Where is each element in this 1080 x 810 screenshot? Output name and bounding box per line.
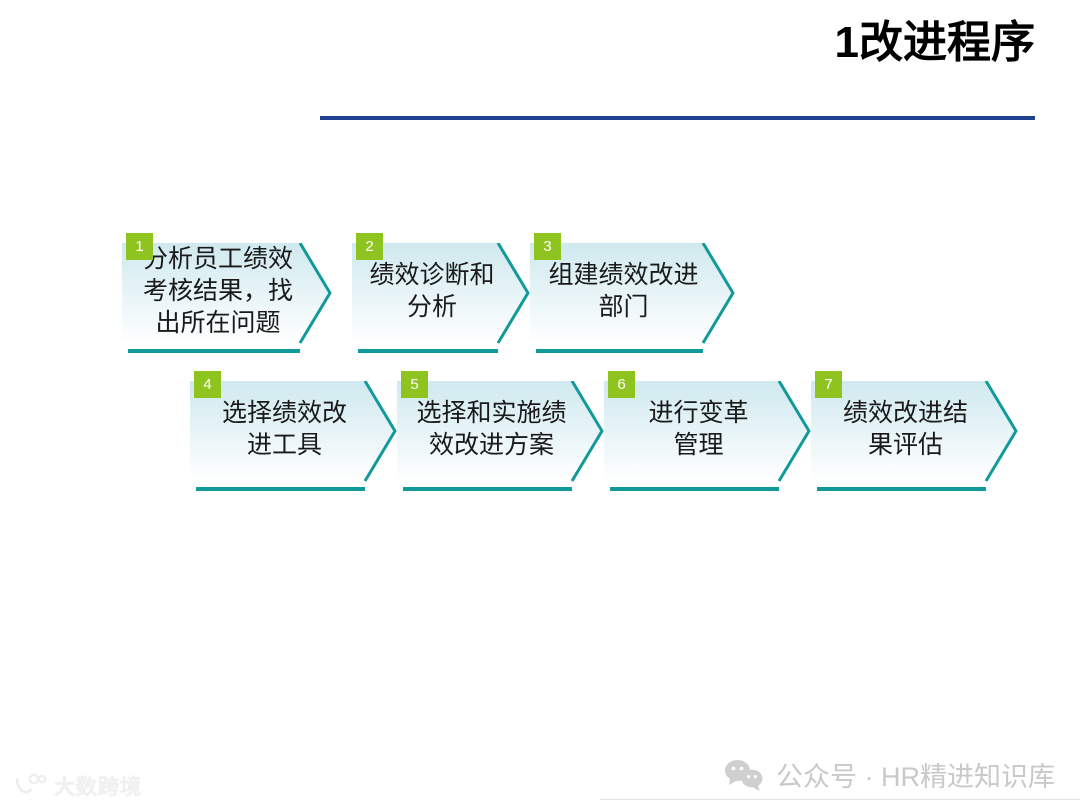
process-step-badge-3: 3 — [534, 233, 561, 260]
process-step-label: 组建绩效改进 部门 — [548, 261, 699, 321]
process-step-label: 选择和实施绩 效改进方案 — [416, 399, 567, 459]
process-step-6[interactable]: 进行变革 管理 6 — [604, 371, 811, 491]
process-step-badge-4: 4 — [194, 371, 221, 398]
process-step-label: 绩效诊断和 分析 — [369, 261, 495, 321]
process-step-label: 选择绩效改 进工具 — [221, 399, 347, 459]
footer-brand: 公众号 · HR精进知识库 — [724, 755, 1055, 794]
chevron-shape — [397, 381, 604, 491]
process-step-badge-7: 7 — [815, 371, 842, 398]
process-step-label: 绩效改进结 果评估 — [842, 399, 968, 459]
watermark-text: 大数跨境 — [54, 776, 142, 800]
watermark: 大数跨境 — [14, 771, 142, 801]
chevron-shape — [530, 243, 735, 353]
process-step-badge-2: 2 — [356, 233, 383, 260]
page-title: 1改进程序 — [834, 18, 1035, 67]
process-step-badge-1: 1 — [126, 233, 153, 260]
watermark-logo-icon — [14, 773, 48, 799]
chevron-shape — [811, 381, 1018, 491]
footer-brand-text: 公众号 · HR精进知识库 — [776, 762, 1055, 792]
chevron-shape — [122, 243, 332, 353]
chevron-shape — [190, 381, 397, 491]
wechat-icon — [724, 758, 764, 792]
footer-divider — [600, 799, 1080, 800]
title-underline-rule — [320, 116, 1035, 120]
process-step-badge-6: 6 — [608, 371, 635, 398]
chevron-shape — [352, 243, 530, 353]
process-step-label: 分析员工绩效 考核结果，找 出所在问题 — [142, 245, 293, 337]
chevron-shape — [604, 381, 811, 491]
process-step-label: 进行变革 管理 — [648, 399, 749, 459]
process-step-badge-5: 5 — [401, 371, 428, 398]
